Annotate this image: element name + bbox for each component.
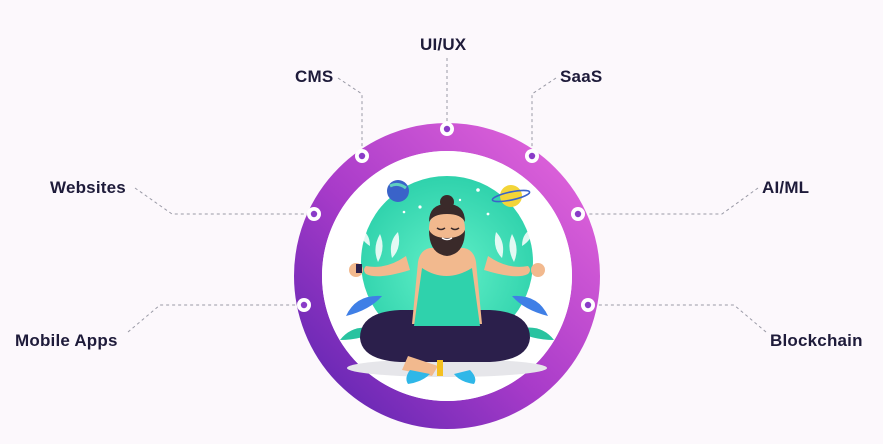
head xyxy=(429,195,465,256)
service-label-ui-ux: UI/UX xyxy=(420,35,467,54)
node-blockchain xyxy=(581,298,595,312)
sparkle-icons xyxy=(402,188,490,216)
leaf-left-icon xyxy=(358,228,400,262)
connector-cms xyxy=(337,77,363,155)
connector-websites xyxy=(134,187,314,215)
blue-plant-left-icon xyxy=(346,295,382,316)
shoe-right-icon xyxy=(454,370,476,384)
connector-saas xyxy=(531,77,557,155)
planet-blue-icon xyxy=(387,180,409,202)
service-label-cms: CMS xyxy=(295,67,334,86)
node-ai-ml xyxy=(571,207,585,221)
ring-nodes xyxy=(297,122,595,312)
meditation-illustration xyxy=(340,176,554,384)
connector-blockchain xyxy=(588,304,767,333)
hair-bun xyxy=(440,195,454,209)
node-saas xyxy=(525,149,539,163)
right-arm xyxy=(484,256,530,277)
leaf-right-icon xyxy=(494,228,534,262)
connector-ai-ml xyxy=(578,187,759,215)
hair xyxy=(429,204,465,222)
beard xyxy=(429,230,465,256)
node-mobile-apps xyxy=(297,298,311,312)
service-label-ai-ml: AI/ML xyxy=(762,178,810,197)
service-label-saas: SaaS xyxy=(560,67,603,86)
crossed-legs xyxy=(360,310,530,362)
tank-top xyxy=(414,268,480,326)
service-label-mobile-apps: Mobile Apps xyxy=(15,331,118,350)
outer-ring xyxy=(294,123,600,429)
node-ui-ux xyxy=(440,122,454,136)
node-websites xyxy=(307,207,321,221)
blue-plant-right-icon xyxy=(512,295,548,316)
service-label-websites: Websites xyxy=(50,178,126,197)
planet-yellow-icon xyxy=(491,185,531,207)
shoe-left-icon xyxy=(406,370,430,384)
left-arm xyxy=(364,256,410,277)
connector-mobile-apps xyxy=(127,304,304,333)
connector-lines xyxy=(127,58,767,333)
node-cms xyxy=(355,149,369,163)
service-label-blockchain: Blockchain xyxy=(770,331,863,350)
ground-shadow xyxy=(347,359,547,377)
